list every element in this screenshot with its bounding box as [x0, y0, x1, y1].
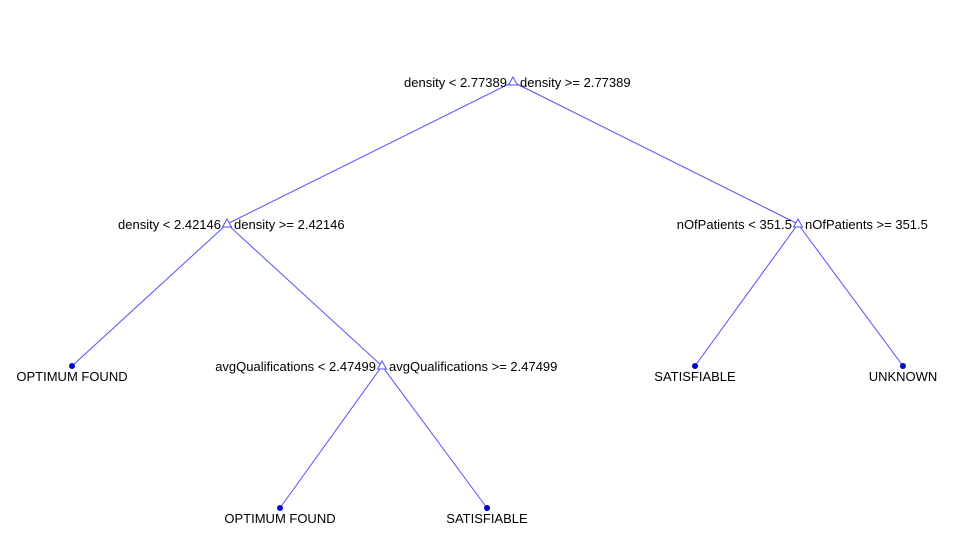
branch-left-label: nOfPatients < 351.5 [677, 217, 792, 232]
tree-edge-n2-n5 [226, 223, 383, 367]
tree-edge-n3-n6 [694, 223, 799, 367]
tree-edges [71, 81, 904, 509]
leaf-node-marker-icon [69, 363, 75, 369]
leaf-node-marker-icon [484, 505, 490, 511]
branch-right-label: density >= 2.77389 [520, 75, 631, 90]
tree-node-markers [69, 75, 906, 511]
leaf-node-marker-icon [900, 363, 906, 369]
tree-edge-n5-n8 [279, 365, 383, 509]
branch-node-marker-icon [792, 217, 804, 228]
branch-node-marker-icon [221, 217, 233, 228]
branch-right-label: avgQualifications >= 2.47499 [389, 359, 557, 374]
branch-node-marker-icon [376, 359, 388, 370]
leaf-node-marker-icon [277, 505, 283, 511]
tree-edge-n1-n3 [512, 81, 799, 225]
branch-left-label: density < 2.77389 [404, 75, 507, 90]
branch-node-marker-icon [507, 75, 519, 86]
branch-left-label: density < 2.42146 [118, 217, 221, 232]
tree-edge-n5-n9 [381, 365, 488, 509]
tree-node-labels: density < 2.77389 density >= 2.77389 densi… [16, 75, 937, 526]
leaf-label: OPTIMUM FOUND [16, 369, 127, 384]
leaf-node-marker-icon [692, 363, 698, 369]
leaf-label: SATISFIABLE [446, 511, 528, 526]
branch-left-label: avgQualifications < 2.47499 [215, 359, 376, 374]
tree-edge-n3-n7 [797, 223, 904, 367]
tree-edge-n1-n2 [226, 81, 514, 225]
leaf-label: OPTIMUM FOUND [224, 511, 335, 526]
tree-edge-n2-n4 [71, 223, 228, 367]
branch-right-label: density >= 2.42146 [234, 217, 345, 232]
leaf-label: UNKNOWN [869, 369, 938, 384]
leaf-label: SATISFIABLE [654, 369, 736, 384]
branch-right-label: nOfPatients >= 351.5 [805, 217, 928, 232]
